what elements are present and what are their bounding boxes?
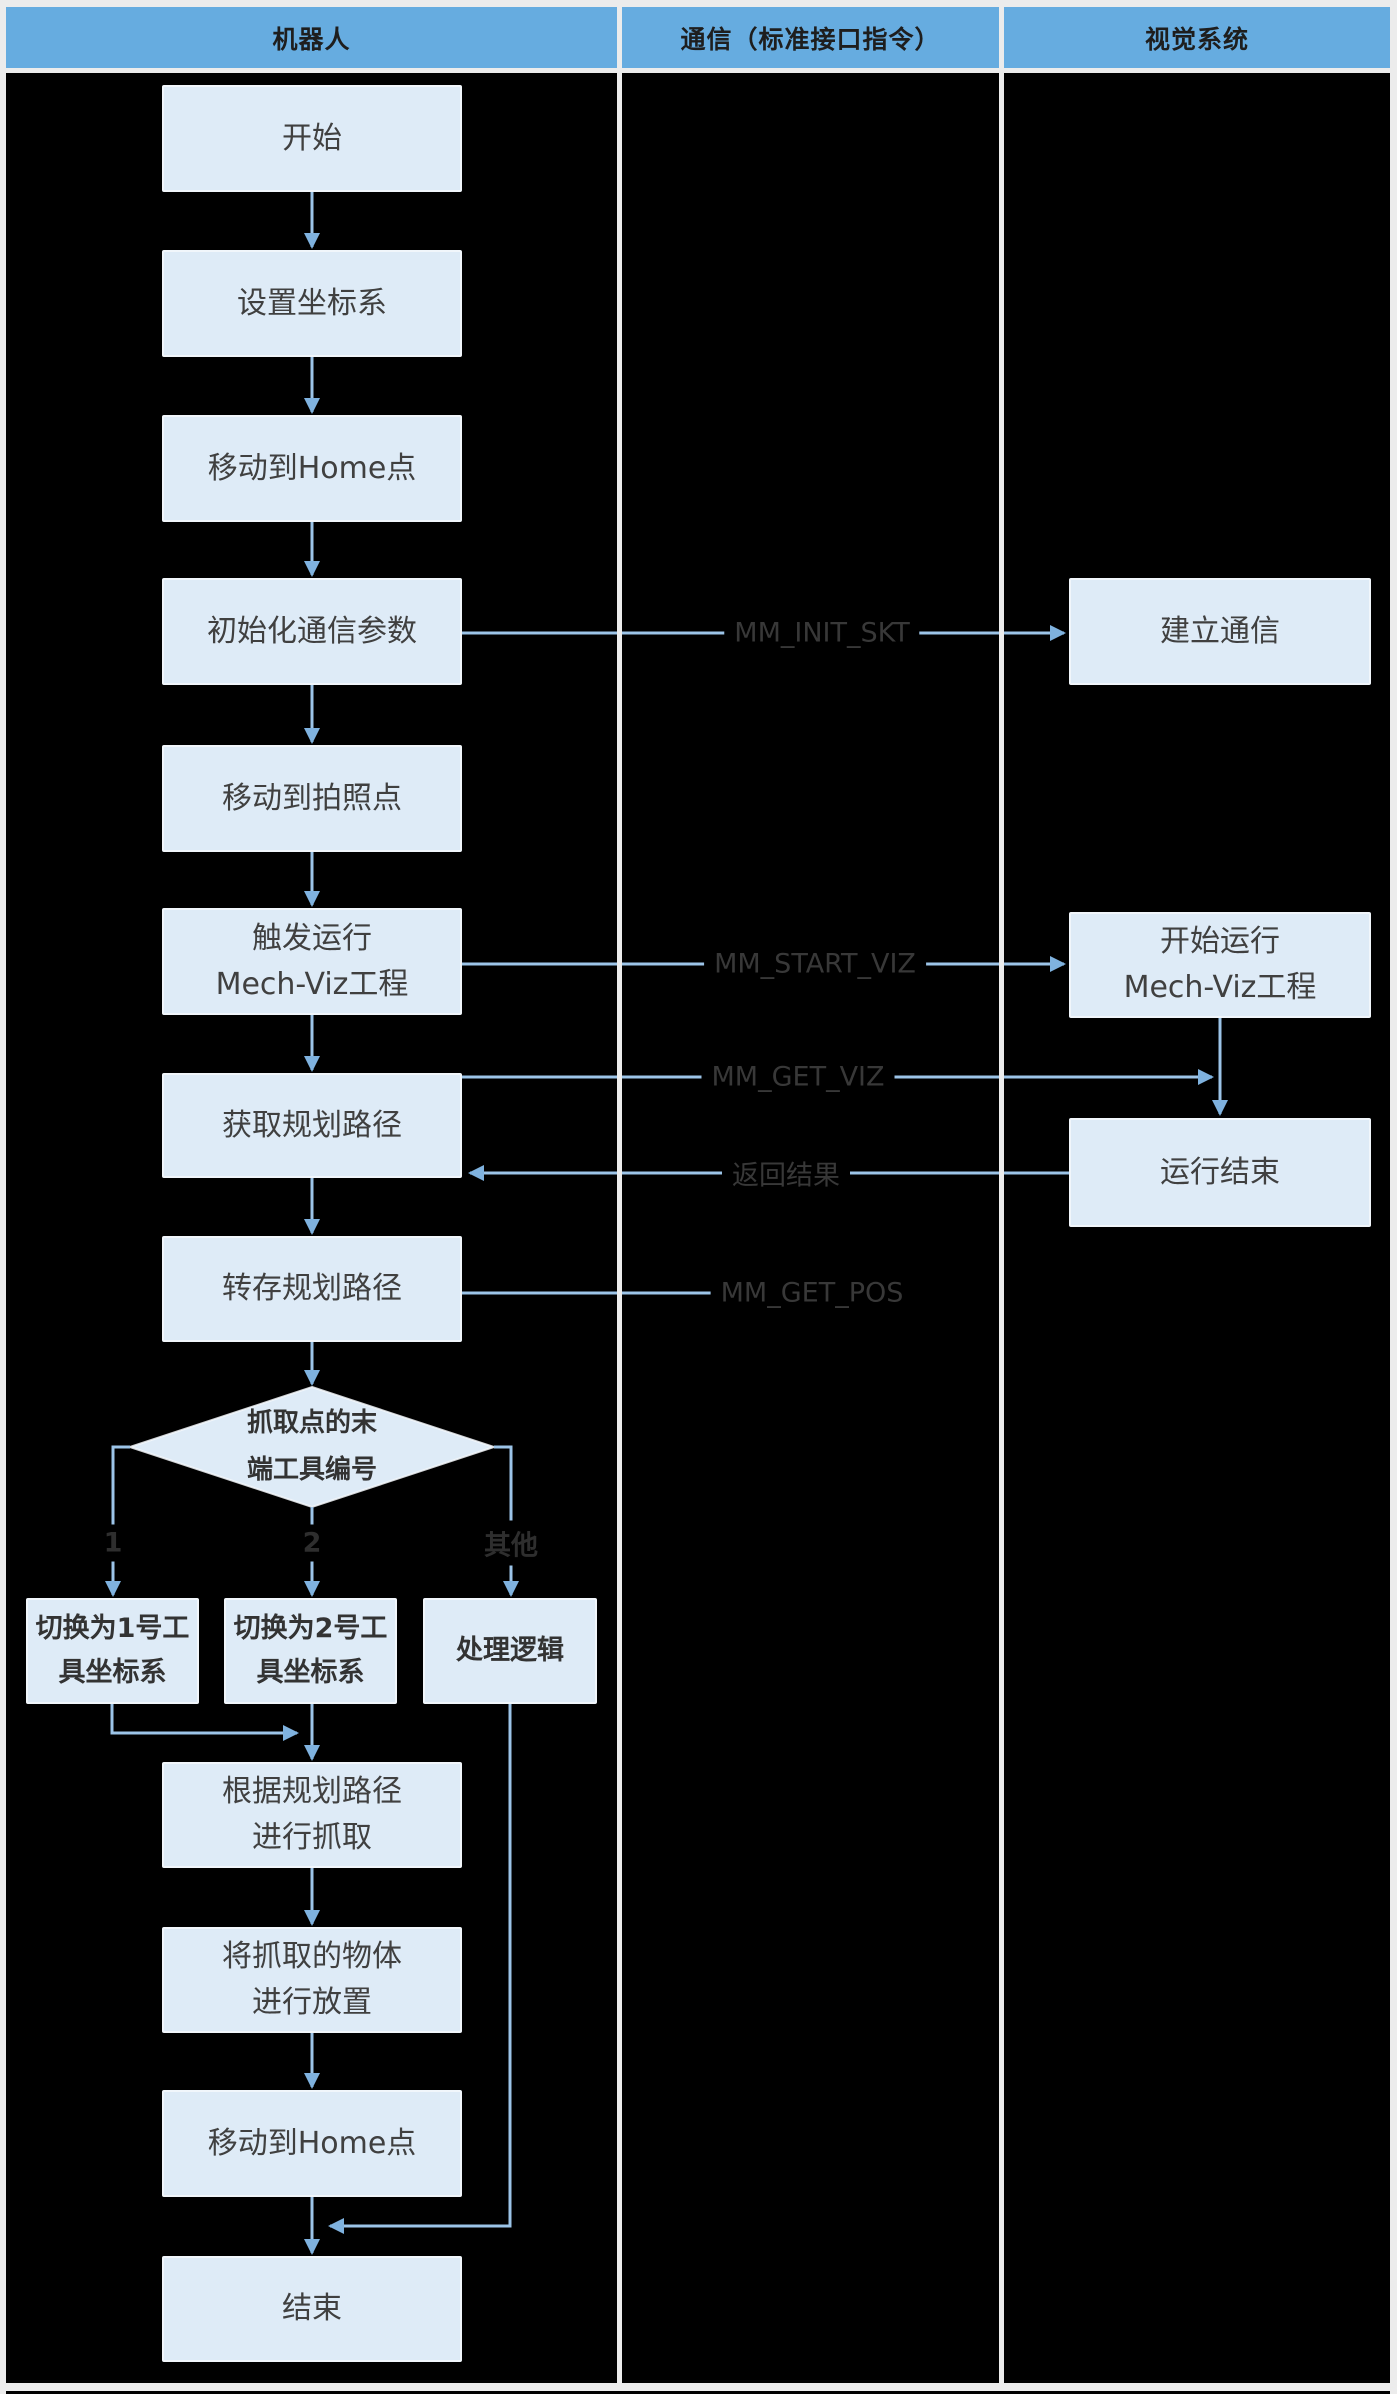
label-mm-get-pos: MM_GET_POS bbox=[710, 1274, 914, 1312]
bypass-logic-line bbox=[328, 1704, 512, 2234]
label-mm-init-skt: MM_INIT_SKT bbox=[724, 614, 920, 652]
node-handle-logic: 处理逻辑 bbox=[423, 1598, 597, 1704]
node-end: 结束 bbox=[162, 2256, 462, 2362]
node-run-finished: 运行结束 bbox=[1069, 1118, 1371, 1227]
frame-top bbox=[0, 0, 1397, 7]
node-pick-by-path: 根据规划路径 进行抓取 bbox=[162, 1762, 462, 1868]
node-establish-comm: 建立通信 bbox=[1069, 578, 1371, 685]
header-bottom-border bbox=[0, 68, 1397, 73]
node-switch-tool-2: 切换为2号工 具坐标系 bbox=[224, 1598, 397, 1704]
lane-divider-1 bbox=[617, 7, 622, 2387]
branch-1-label: 1 bbox=[93, 1524, 133, 1562]
node-init-comm: 初始化通信参数 bbox=[162, 578, 462, 685]
node-set-coordinate: 设置坐标系 bbox=[162, 250, 462, 357]
node-trigger-viz: 触发运行 Mech-Viz工程 bbox=[162, 908, 462, 1015]
decision-diamond-label: 抓取点的末 端工具编号 bbox=[246, 1408, 377, 1485]
node-place-object: 将抓取的物体 进行放置 bbox=[162, 1927, 462, 2033]
label-return-result: 返回结果 bbox=[722, 1150, 850, 1196]
label-mm-start-viz: MM_START_VIZ bbox=[704, 945, 926, 983]
node-move-home-2: 移动到Home点 bbox=[162, 2090, 462, 2197]
lane-divider-2 bbox=[999, 7, 1004, 2387]
node-save-planned-path: 转存规划路径 bbox=[162, 1236, 462, 1342]
branch1-line bbox=[105, 1445, 130, 1597]
merge-tool1-line bbox=[110, 1704, 299, 1741]
node-move-photo-point: 移动到拍照点 bbox=[162, 745, 462, 852]
node-switch-tool-1: 切换为1号工 具坐标系 bbox=[26, 1598, 199, 1704]
label-mm-get-viz: MM_GET_VIZ bbox=[701, 1058, 895, 1096]
header-cell-robot: 机器人 bbox=[272, 24, 351, 54]
frame-bottom bbox=[0, 2383, 1397, 2391]
node-move-home-1: 移动到Home点 bbox=[162, 415, 462, 522]
frame-left bbox=[0, 0, 6, 2394]
branch-other-label: 其他 bbox=[474, 1520, 548, 1566]
header-cell-vision: 视觉系统 bbox=[1144, 24, 1249, 54]
branch-2-label: 2 bbox=[292, 1524, 332, 1562]
header-cell-communication: 通信（标准接口指令） bbox=[680, 24, 941, 54]
header-bar bbox=[6, 7, 1390, 68]
node-start-run-viz: 开始运行 Mech-Viz工程 bbox=[1069, 912, 1371, 1018]
node-start: 开始 bbox=[162, 85, 462, 192]
node-get-planned-path: 获取规划路径 bbox=[162, 1073, 462, 1178]
frame-right bbox=[1390, 0, 1397, 2394]
